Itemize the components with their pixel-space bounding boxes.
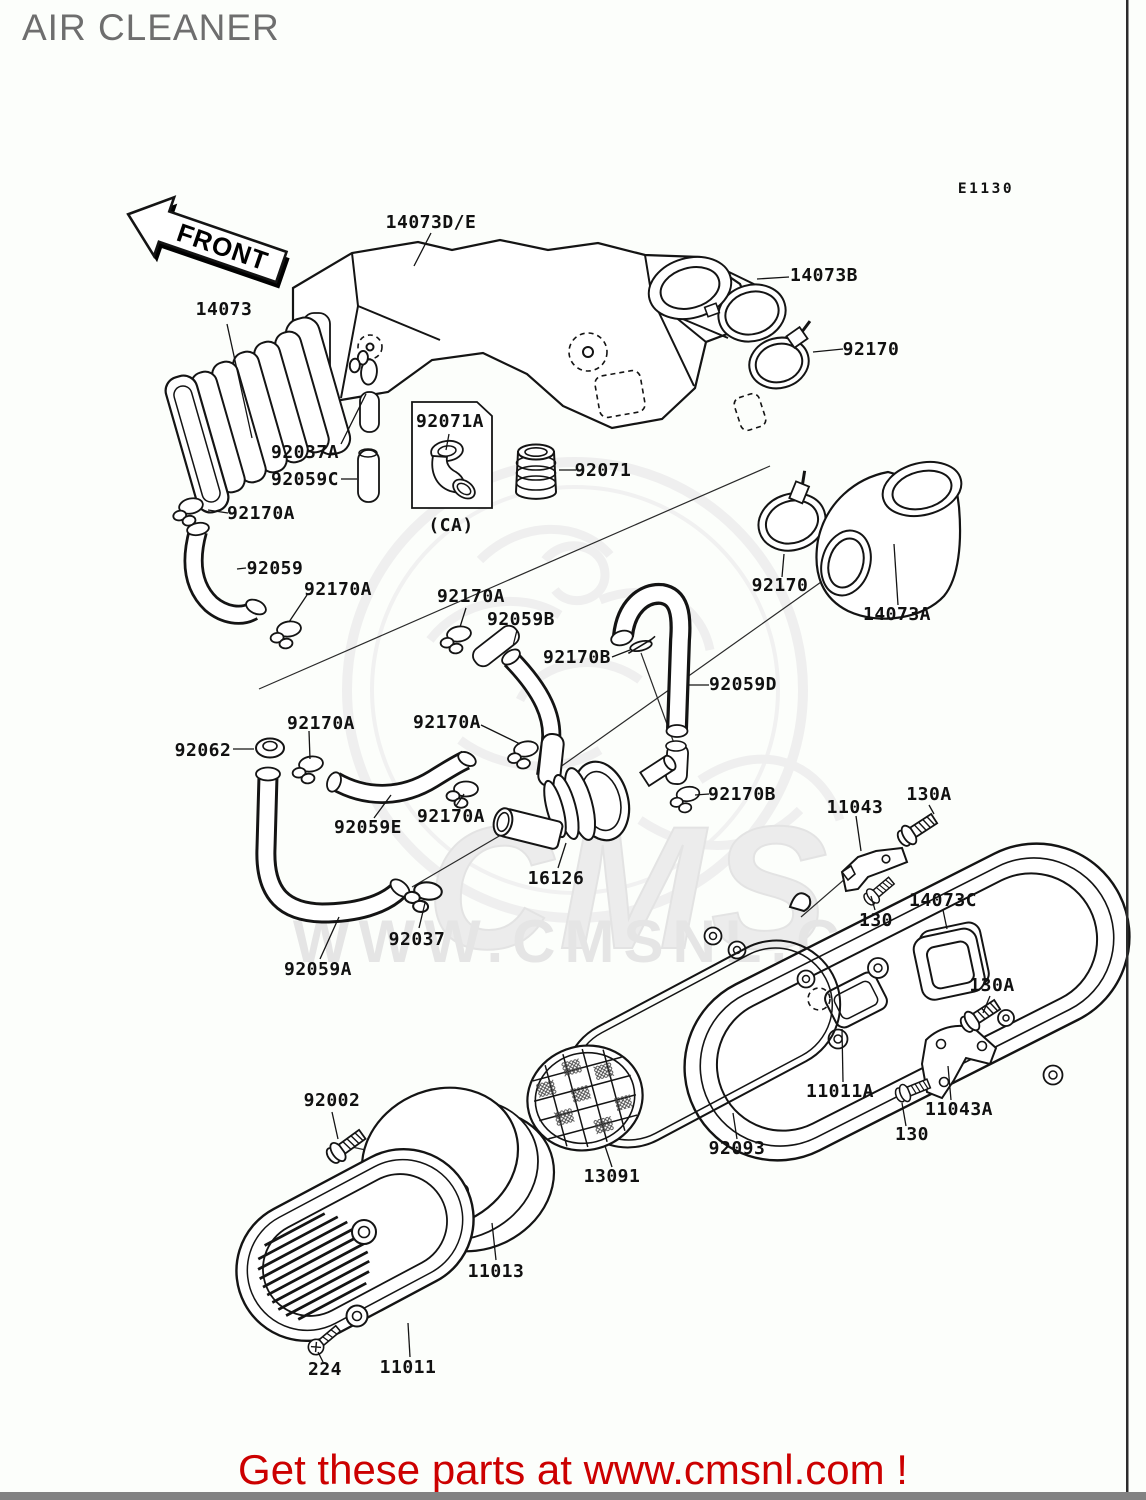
- footer-promo-text: Get these parts at www.cmsnl.com !: [238, 1446, 908, 1493]
- part-label-92170: 92170: [752, 575, 809, 596]
- part-label-92059E: 92059E: [334, 817, 402, 838]
- part-label-14073A: 14073A: [863, 604, 931, 625]
- part-label-CA: (CA): [428, 515, 473, 536]
- part-label-11013: 11013: [468, 1261, 525, 1282]
- part-label-92071: 92071: [575, 460, 632, 481]
- part-label-92170A: 92170A: [413, 712, 481, 733]
- bolt-130A-upper: [893, 808, 941, 851]
- part-label-14073B: 14073B: [790, 265, 858, 286]
- part-bracket-11043: [840, 846, 909, 893]
- part-label-92170B: 92170B: [543, 647, 611, 668]
- part-bracket-11043A: [920, 1024, 998, 1100]
- part-number-labels: 14073D/E 14073 14073B 92170 92037A 92059C 9207…: [175, 181, 1015, 1380]
- part-clamp-92170-top: [748, 320, 812, 390]
- diagram-right-border: [1126, 0, 1129, 1500]
- part-grommet-92071: [514, 443, 558, 500]
- part-label-92170: 92170: [843, 339, 900, 360]
- part-label-92170B: 92170B: [708, 784, 776, 805]
- part-filter-14073: [164, 316, 352, 514]
- part-label-11011A: 11011A: [806, 1081, 874, 1102]
- part-label-224: 224: [308, 1359, 342, 1380]
- part-label-92170A: 92170A: [417, 806, 485, 827]
- part-label-92059: 92059: [247, 558, 304, 579]
- part-label-130: 130: [859, 910, 893, 931]
- part-label-130A: 130A: [906, 784, 951, 805]
- part-air-duct-14073DE: [291, 238, 767, 432]
- part-duct-cap-14073C: [912, 921, 990, 1001]
- cms-watermark: CMS WWW.CMSNL.COM: [293, 457, 954, 987]
- part-label-11043A: 11043A: [925, 1099, 993, 1120]
- leader-lines: [207, 232, 991, 1363]
- part-screen-13091: [526, 1044, 644, 1152]
- part-label-92059D: 92059D: [709, 674, 777, 695]
- part-label-E1130: E1130: [958, 181, 1014, 197]
- part-label-92093: 92093: [709, 1138, 766, 1159]
- california-part-box-92071A: [411, 401, 493, 509]
- part-label-92059B: 92059B: [487, 609, 555, 630]
- part-label-92062: 92062: [175, 740, 232, 761]
- breather-hoses: [183, 391, 692, 924]
- part-label-92170A: 92170A: [287, 713, 355, 734]
- part-label-92170A: 92170A: [437, 586, 505, 607]
- part-intake-horn-14073B: [647, 255, 787, 343]
- part-label-11043: 11043: [827, 797, 884, 818]
- front-arrow: FRONT: [126, 195, 290, 289]
- part-label-14073C: 14073C: [909, 890, 977, 911]
- part-clamp-92170-right: [757, 470, 827, 552]
- part-label-130: 130: [895, 1124, 929, 1145]
- part-label-92037: 92037: [389, 929, 446, 950]
- part-label-92059A: 92059A: [284, 959, 352, 980]
- part-label-92170A: 92170A: [227, 503, 295, 524]
- part-label-14073: 14073: [196, 299, 253, 320]
- bottom-bar: [0, 1492, 1146, 1500]
- part-label-130A: 130A: [969, 975, 1014, 996]
- part-label-11011: 11011: [380, 1357, 437, 1378]
- page-title: AIR CLEANER: [22, 7, 280, 48]
- part-label-13091: 13091: [584, 1166, 641, 1187]
- part-label-92071A: 92071A: [416, 411, 484, 432]
- part-label-14073DE: 14073D/E: [386, 212, 477, 233]
- part-valve-16126: [492, 732, 677, 850]
- part-label-92037A: 92037A: [271, 442, 339, 463]
- part-grommet-92062: [255, 737, 285, 759]
- part-elbow-duct-14073A: [815, 460, 963, 620]
- part-label-92002: 92002: [304, 1090, 361, 1111]
- part-label-16126: 16126: [528, 868, 585, 889]
- part-label-92059C: 92059C: [271, 469, 339, 490]
- part-cover-11011: [235, 1147, 475, 1343]
- part-label-92170A: 92170A: [304, 579, 372, 600]
